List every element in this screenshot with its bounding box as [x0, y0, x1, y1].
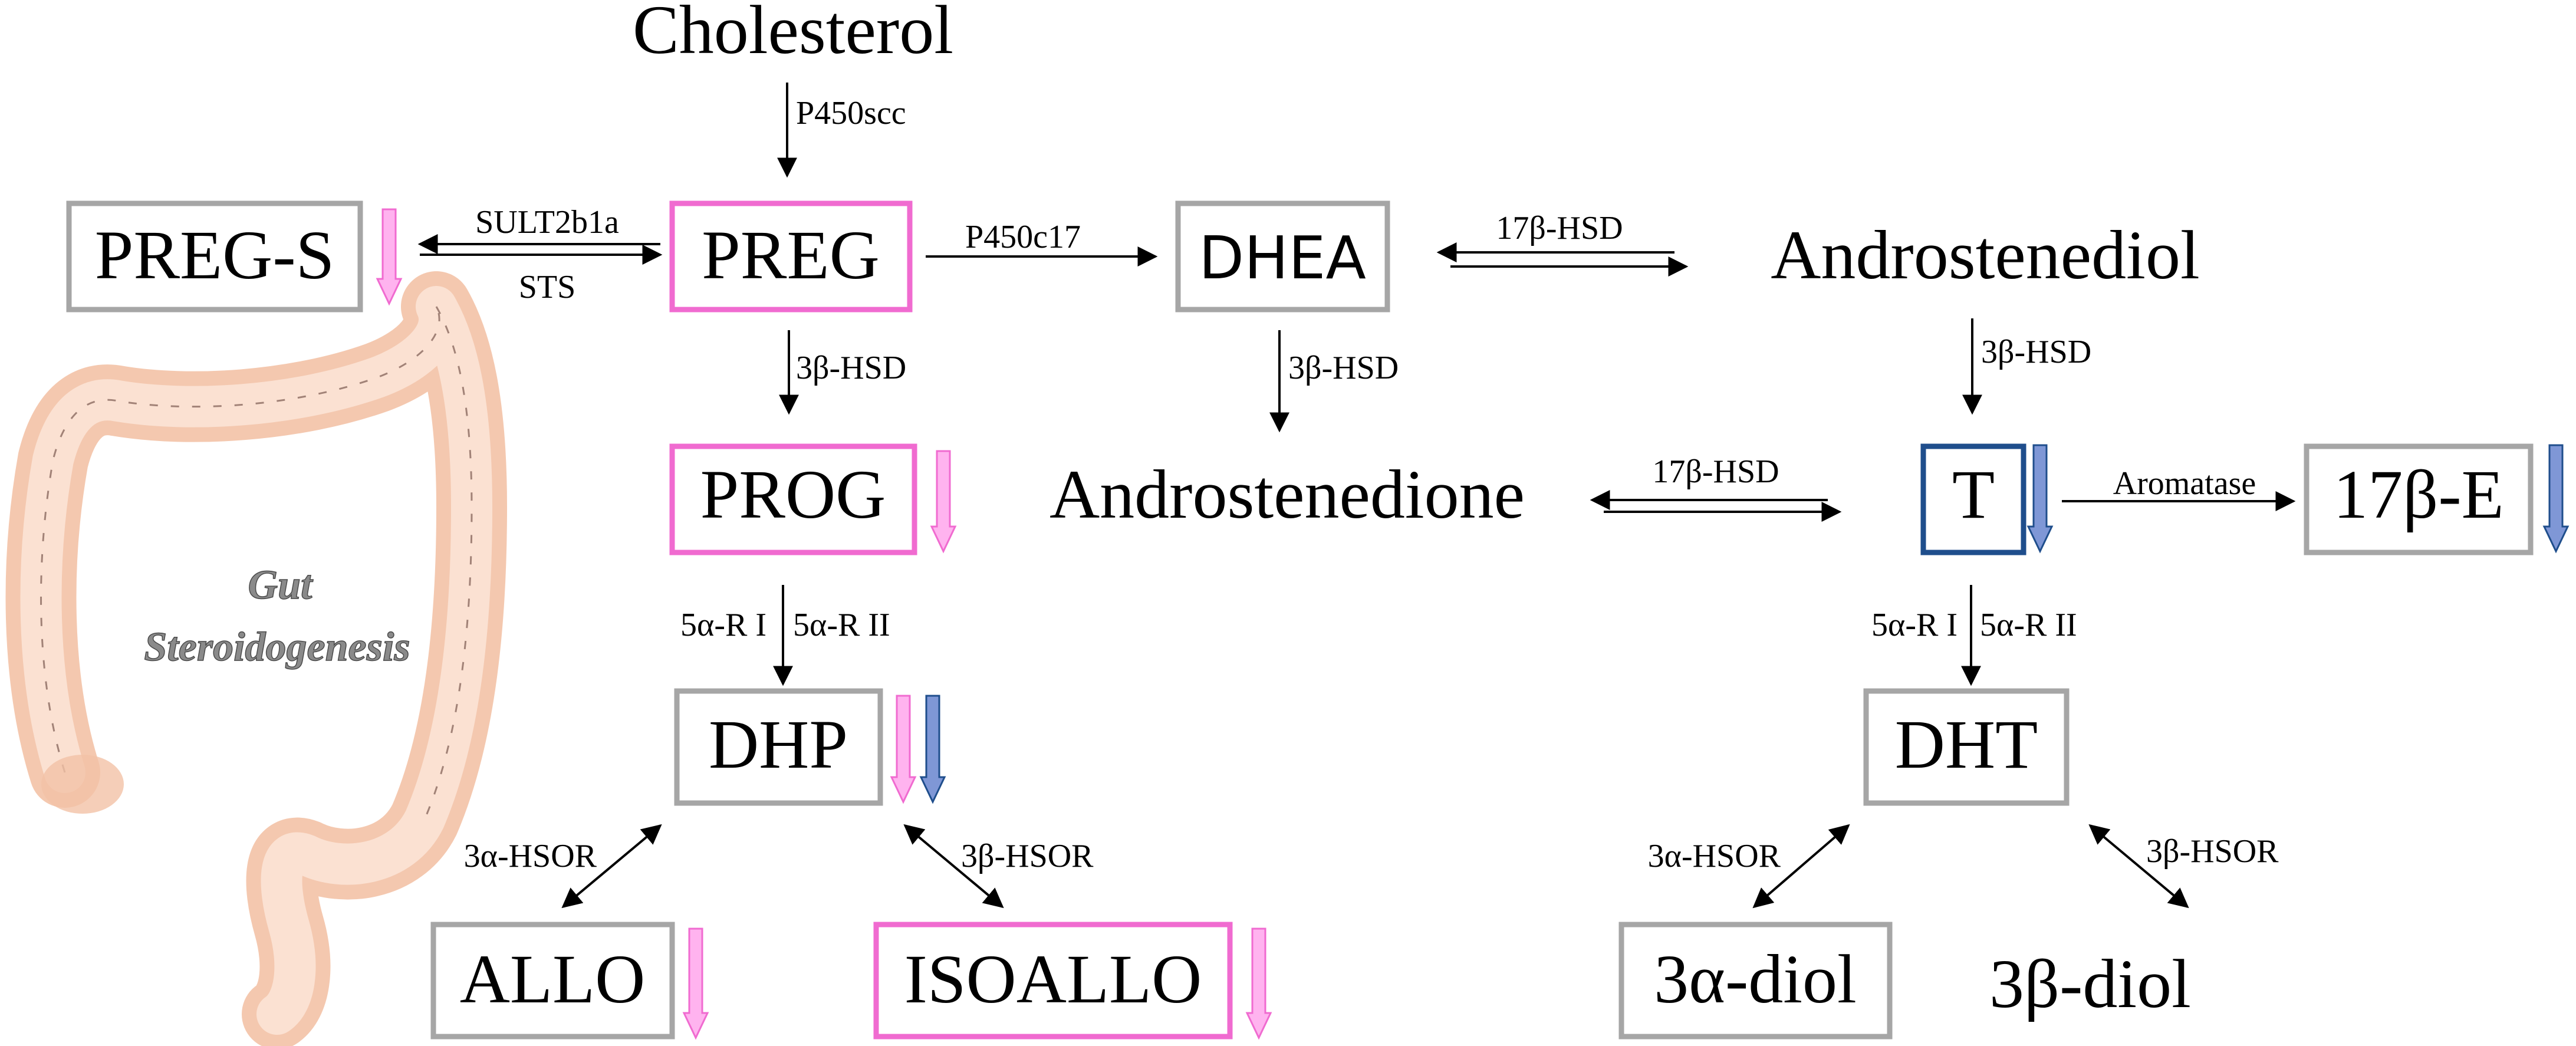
enzyme-3b-hsd-diol: 3β-HSD — [1981, 334, 2091, 370]
enzyme-p450scc: P450scc — [796, 95, 906, 131]
dhp-decrease-arrow-blue — [919, 695, 946, 804]
allo-decrease-arrow — [682, 927, 709, 1040]
enzyme-p450c17: P450c17 — [965, 219, 1081, 255]
gut-illustration — [5, 271, 508, 1046]
isoallo-box — [873, 922, 1233, 1040]
dhp-box — [674, 688, 883, 806]
enzyme-3a-hsor-left: 3α-HSOR — [464, 838, 597, 874]
diol3a-box — [1618, 922, 1893, 1040]
arrow-dhp-allo — [561, 824, 662, 909]
preg-box — [669, 200, 913, 313]
enzyme-3b-hsor-right: 3β-HSOR — [2146, 833, 2279, 870]
t-decrease-arrow — [2026, 444, 2054, 554]
e17b-box — [2304, 443, 2534, 555]
node-t: T — [1952, 456, 1995, 533]
enzyme-sts: STS — [519, 269, 576, 305]
enzyme-5a-r1-right: 5α-R I — [1871, 607, 1958, 643]
enzyme-3b-hsd-preg: 3β-HSD — [796, 350, 906, 386]
enzyme-3a-hsor-right: 3α-HSOR — [1648, 838, 1781, 874]
preg-s-box — [66, 200, 363, 313]
enzyme-17b-hsd-mid: 17β-HSD — [1652, 453, 1779, 490]
node-3a-diol: 3α-diol — [1654, 940, 1857, 1018]
node-dht: DHT — [1895, 706, 2038, 783]
prog-box — [669, 443, 917, 555]
arrow-dht-3b-diol — [2088, 824, 2189, 909]
enzyme-5a-r1-left: 5α-R I — [680, 607, 766, 643]
dhea-box — [1175, 200, 1390, 313]
node-preg: PREG — [702, 216, 880, 294]
node-preg-s: PREG-S — [95, 216, 335, 294]
gut-label-line1: Gut — [248, 563, 314, 608]
node-17b-e: 17β-E — [2333, 456, 2503, 533]
t-box — [1920, 443, 2026, 555]
node-dhea: DHEA — [1199, 223, 1366, 292]
prog-decrease-arrow — [930, 450, 957, 554]
gut-label-line2: Steroidogenesis — [144, 624, 410, 670]
node-3b-diol: 3β-diol — [1989, 945, 2191, 1022]
e17b-decrease-arrow — [2542, 444, 2570, 554]
enzyme-sult2b1a: SULT2b1a — [475, 204, 619, 241]
node-cholesterol: Cholesterol — [633, 0, 953, 68]
node-androstenedione: Androstenedione — [1050, 456, 1525, 533]
node-prog: PROG — [700, 456, 886, 533]
arrow-dhp-isoallo — [903, 824, 1004, 909]
allo-box — [430, 922, 675, 1040]
enzyme-3b-hsd-dhea: 3β-HSD — [1288, 350, 1399, 386]
arrow-dht-3a-diol — [1752, 824, 1850, 909]
enzyme-5a-r2-left: 5α-R II — [793, 607, 890, 643]
dhp-decrease-arrow-pink — [890, 695, 917, 804]
dht-box — [1863, 688, 2070, 806]
enzyme-17b-hsd-top: 17β-HSD — [1496, 210, 1623, 246]
node-isoallo: ISOALLO — [904, 940, 1202, 1018]
node-androstenediol: Androstenediol — [1771, 216, 2200, 294]
enzyme-aromatase: Aromatase — [2113, 465, 2256, 502]
enzyme-5a-r2-right: 5α-R II — [1980, 607, 2077, 643]
isoallo-decrease-arrow — [1245, 927, 1272, 1040]
enzyme-3b-hsor-left: 3β-HSOR — [961, 838, 1094, 874]
node-dhp: DHP — [709, 706, 848, 783]
preg-s-decrease-arrow — [376, 208, 403, 306]
node-allo: ALLO — [460, 940, 646, 1018]
